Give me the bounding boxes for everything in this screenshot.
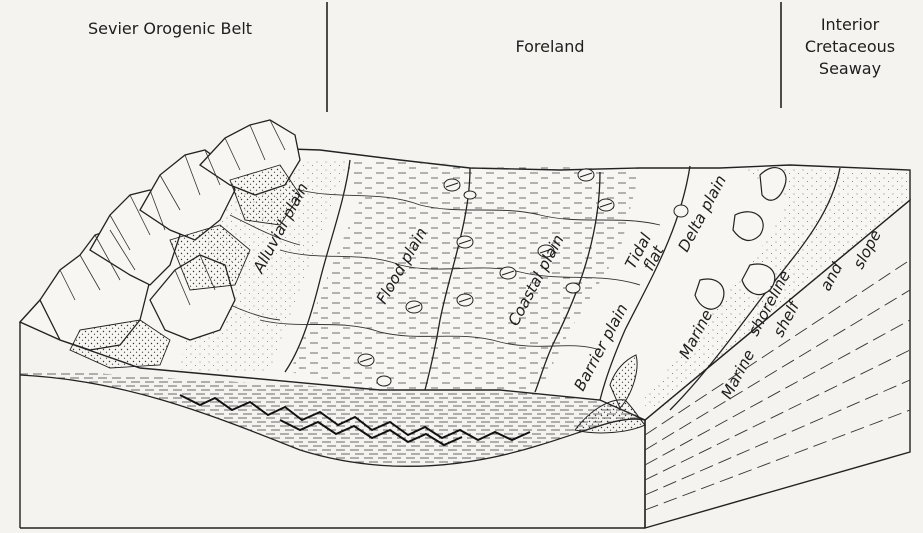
block-diagram: Sevier Orogenic Belt Foreland Interior C… [0, 0, 923, 533]
diagram-svg: Alluvial plain Flood plain Coastal plain… [0, 0, 923, 533]
